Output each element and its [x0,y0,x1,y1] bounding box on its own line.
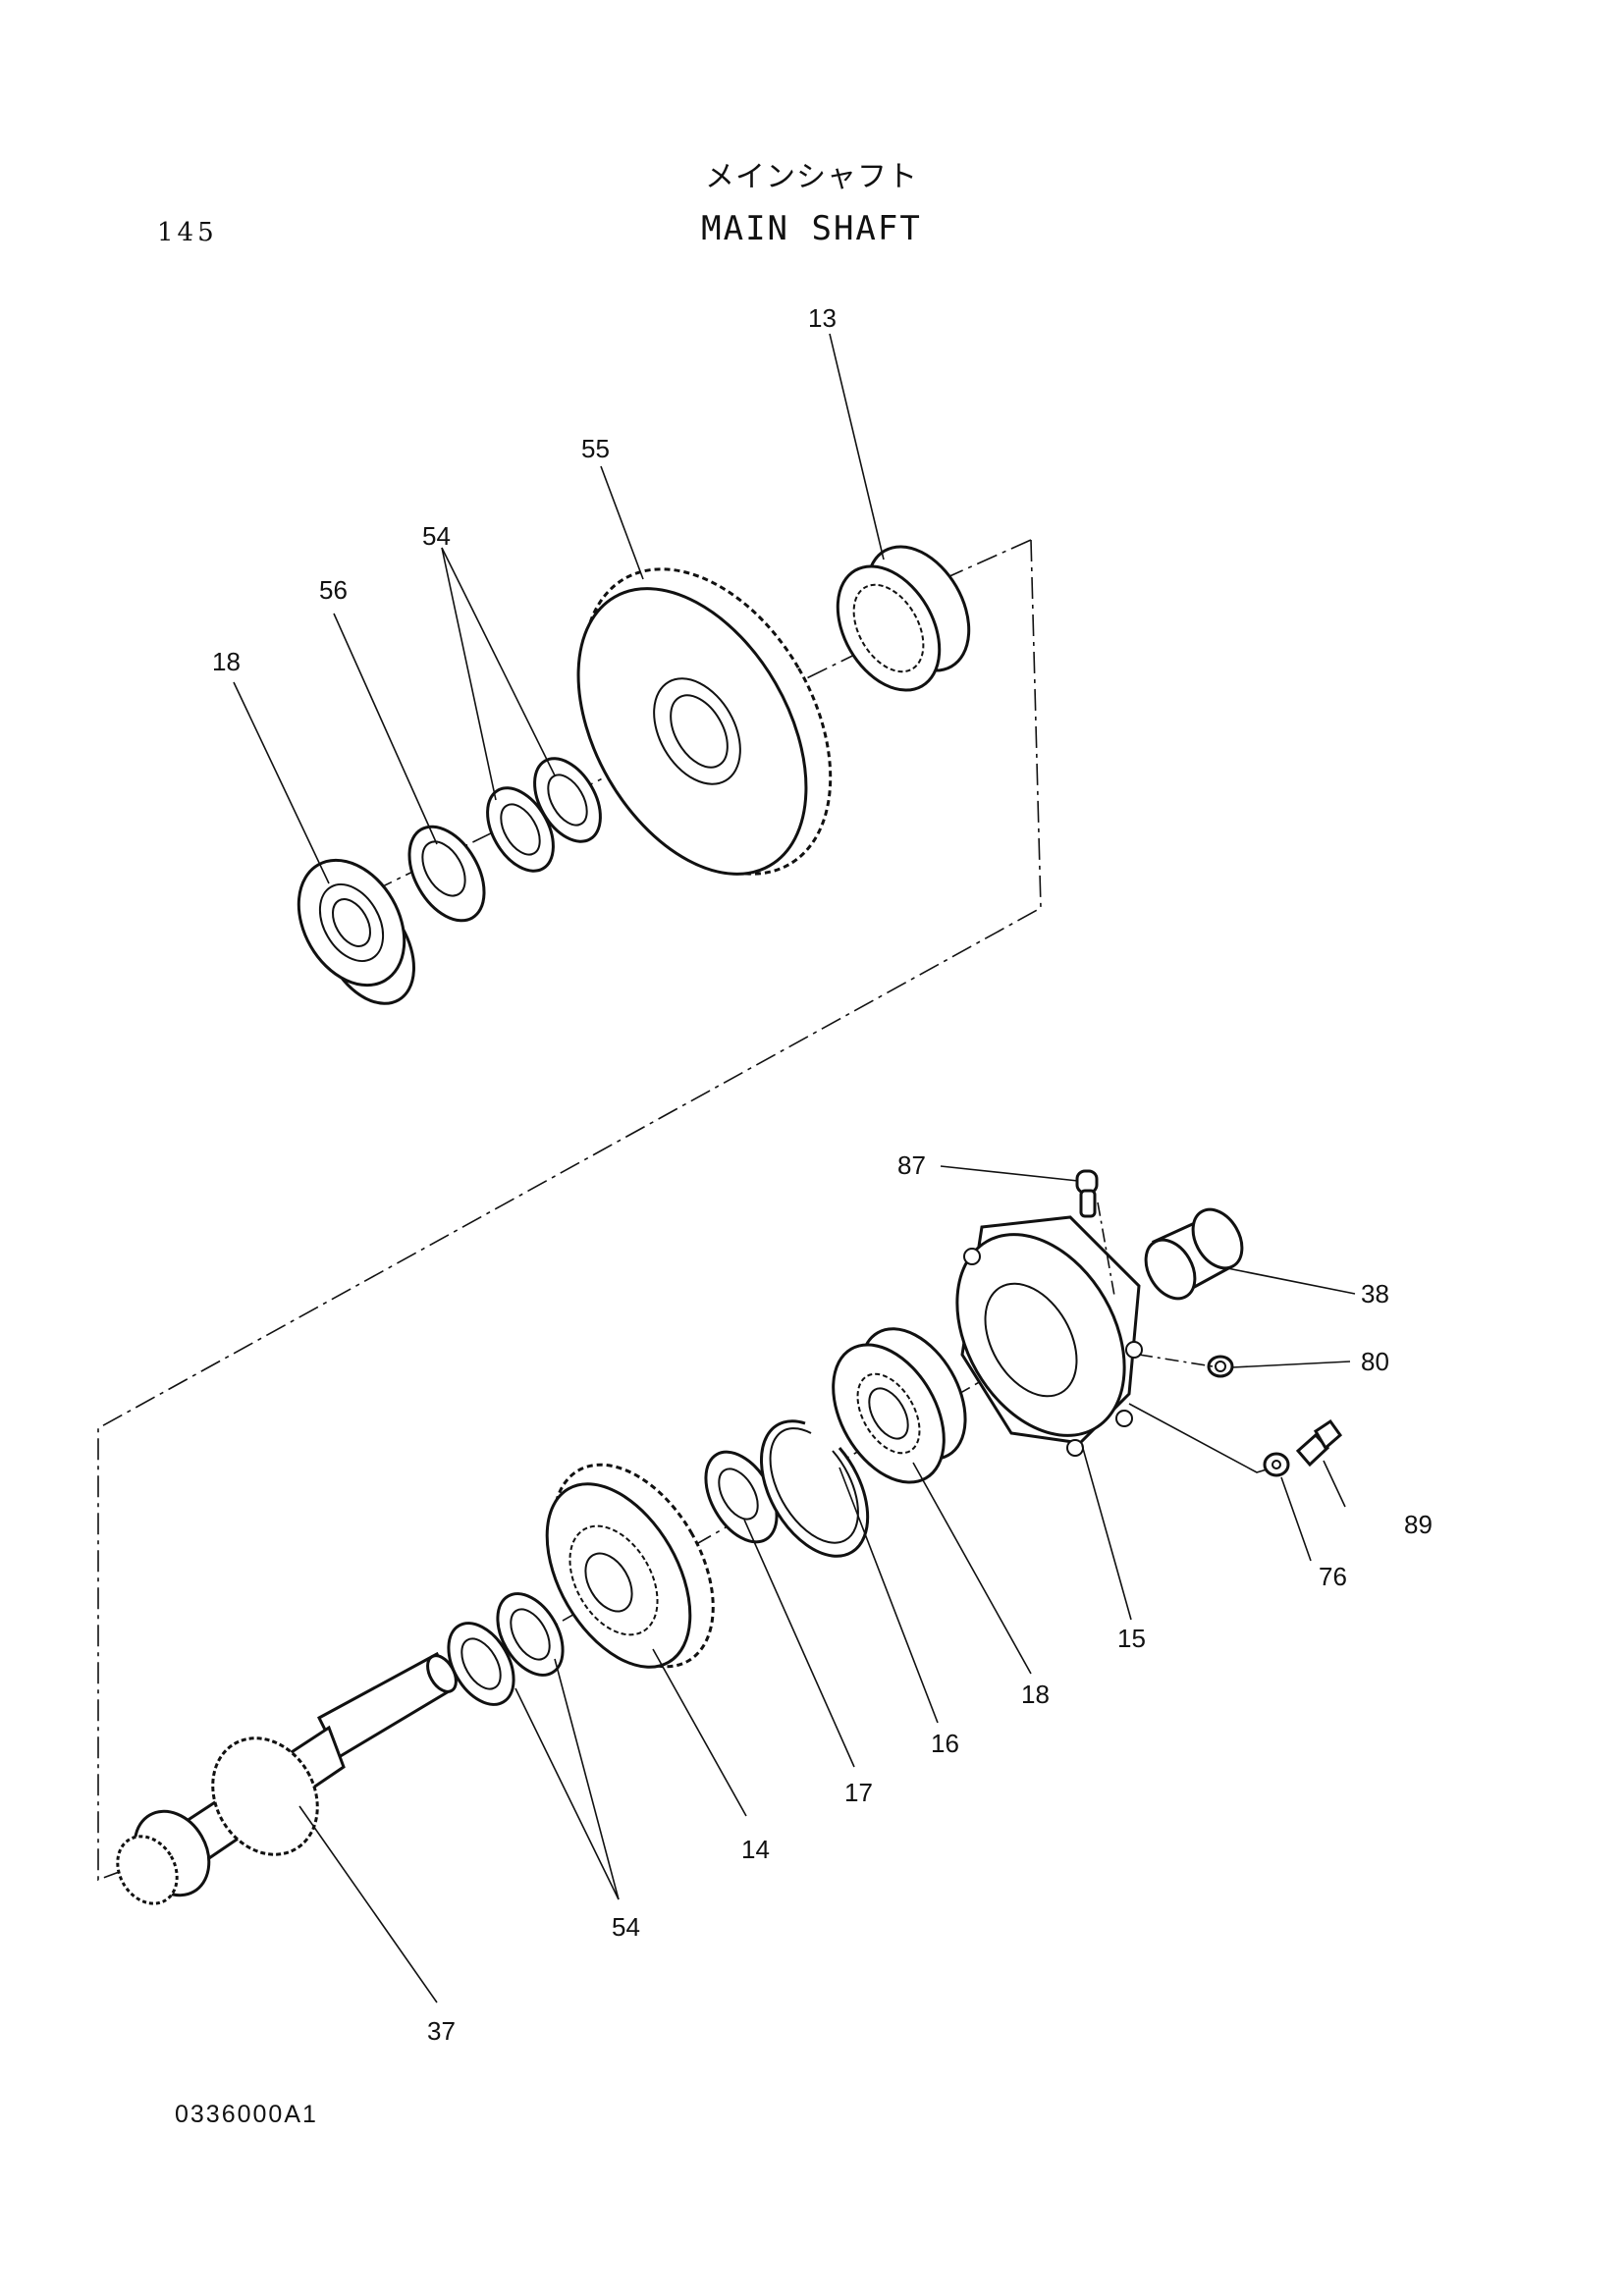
gear-part-14 [545,1463,715,1669]
callout-16: 16 [931,1729,959,1758]
callout-14: 14 [741,1835,770,1864]
callout-76: 76 [1319,1562,1347,1591]
plug-part-80 [1207,1355,1234,1378]
callout-87: 87 [897,1150,926,1180]
callout-56: 56 [319,575,348,605]
callout-17: 17 [844,1778,873,1807]
sleeve-part-13 [836,545,971,692]
callout-18-lower: 18 [1021,1680,1050,1709]
callout-18-upper: 18 [212,647,241,676]
needle-bearings-lower-part-54 [447,1592,565,1706]
callout-13: 13 [808,303,837,333]
callout-89: 89 [1404,1510,1433,1539]
callout-15: 15 [1117,1624,1146,1653]
page-number: 145 [157,218,218,247]
washer-part-17 [704,1450,779,1544]
callout-80: 80 [1361,1347,1389,1376]
callout-38: 38 [1361,1279,1389,1308]
title-english: MAIN SHAFT [701,209,922,248]
callouts: 13 55 54 56 18 87 38 80 89 76 15 18 16 1… [212,303,1433,2046]
bushing-part-38 [1144,1207,1244,1301]
main-shaft-part-37 [116,1651,458,1905]
grease-fitting-part-87 [1075,1169,1099,1218]
leader-lines [233,333,1356,2003]
callout-54-upper: 54 [422,521,451,551]
bearing-lower-part-18 [832,1327,967,1484]
assembly-boundary [97,539,1042,1882]
title-japanese: メインシャフト [705,160,918,194]
bearing-upper-part-18 [297,858,415,1005]
large-gear-part-55 [576,567,833,876]
drawing-code: 0336000A1 [175,2101,318,2128]
bolt-part-89 [1295,1418,1343,1468]
callout-55: 55 [581,434,610,463]
snap-ring-part-16 [760,1419,870,1558]
callout-54-lower: 54 [612,1912,640,1942]
thrust-washer-part-56 [407,825,486,923]
washer-part-76 [1263,1452,1290,1477]
housing-part-15 [955,1215,1143,1457]
needle-bearings-upper-part-54 [486,757,602,873]
callout-37: 37 [427,2016,456,2046]
